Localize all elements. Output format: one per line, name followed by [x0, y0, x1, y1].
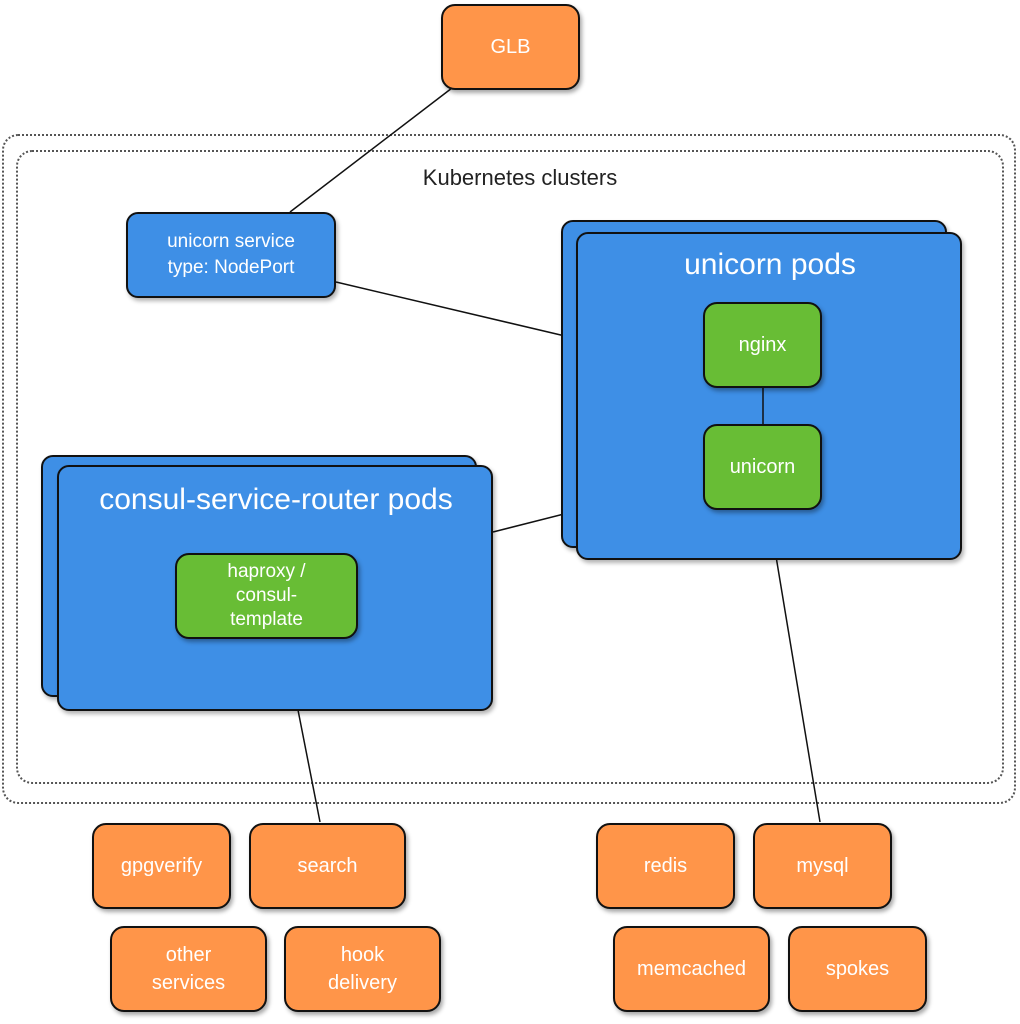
unicorn-service-line2: type: NodePort: [167, 257, 295, 278]
hook-delivery-line1: hook: [340, 944, 385, 966]
line-router-to-services: [297, 709, 321, 823]
haproxy-container[interactable]: haproxy / consul- template: [175, 553, 358, 639]
haproxy-line1: haproxy /: [227, 561, 306, 582]
router-pods-title: consul-service-router pods: [99, 483, 453, 516]
hook-delivery-line2: delivery: [328, 972, 397, 994]
unicorn-service-line1: unicorn service: [167, 231, 295, 252]
unicorn-container[interactable]: unicorn: [703, 424, 822, 510]
cluster-outline-inner: [16, 150, 1004, 784]
other-services-line1: other: [165, 944, 212, 966]
hook-delivery-node[interactable]: hook delivery: [284, 926, 441, 1012]
memcached-node[interactable]: memcached: [613, 926, 770, 1012]
other-services-line2: services: [151, 972, 226, 994]
unicorn-service-node[interactable]: unicorn service type: NodePort: [126, 212, 336, 298]
line-service-to-unicorn-pods: [335, 281, 566, 337]
line-glb-to-service: [289, 87, 453, 213]
gpgverify-node[interactable]: gpgverify: [92, 823, 231, 909]
unicorn-pods-title: unicorn pods: [684, 248, 856, 281]
spokes-node[interactable]: spokes: [788, 926, 927, 1012]
cluster-label: Kubernetes clusters: [422, 165, 618, 190]
search-node[interactable]: search: [249, 823, 406, 909]
mysql-node[interactable]: mysql: [753, 823, 892, 909]
glb-node[interactable]: GLB: [441, 4, 580, 90]
haproxy-line3: template: [230, 609, 303, 630]
nginx-container[interactable]: nginx: [703, 302, 822, 388]
haproxy-line2: consul-: [235, 585, 298, 606]
cluster-outline-outer: [2, 134, 1016, 804]
line-unicorn-to-datastores: [767, 507, 821, 823]
redis-node[interactable]: redis: [596, 823, 735, 909]
other-services-node[interactable]: other services: [110, 926, 267, 1012]
